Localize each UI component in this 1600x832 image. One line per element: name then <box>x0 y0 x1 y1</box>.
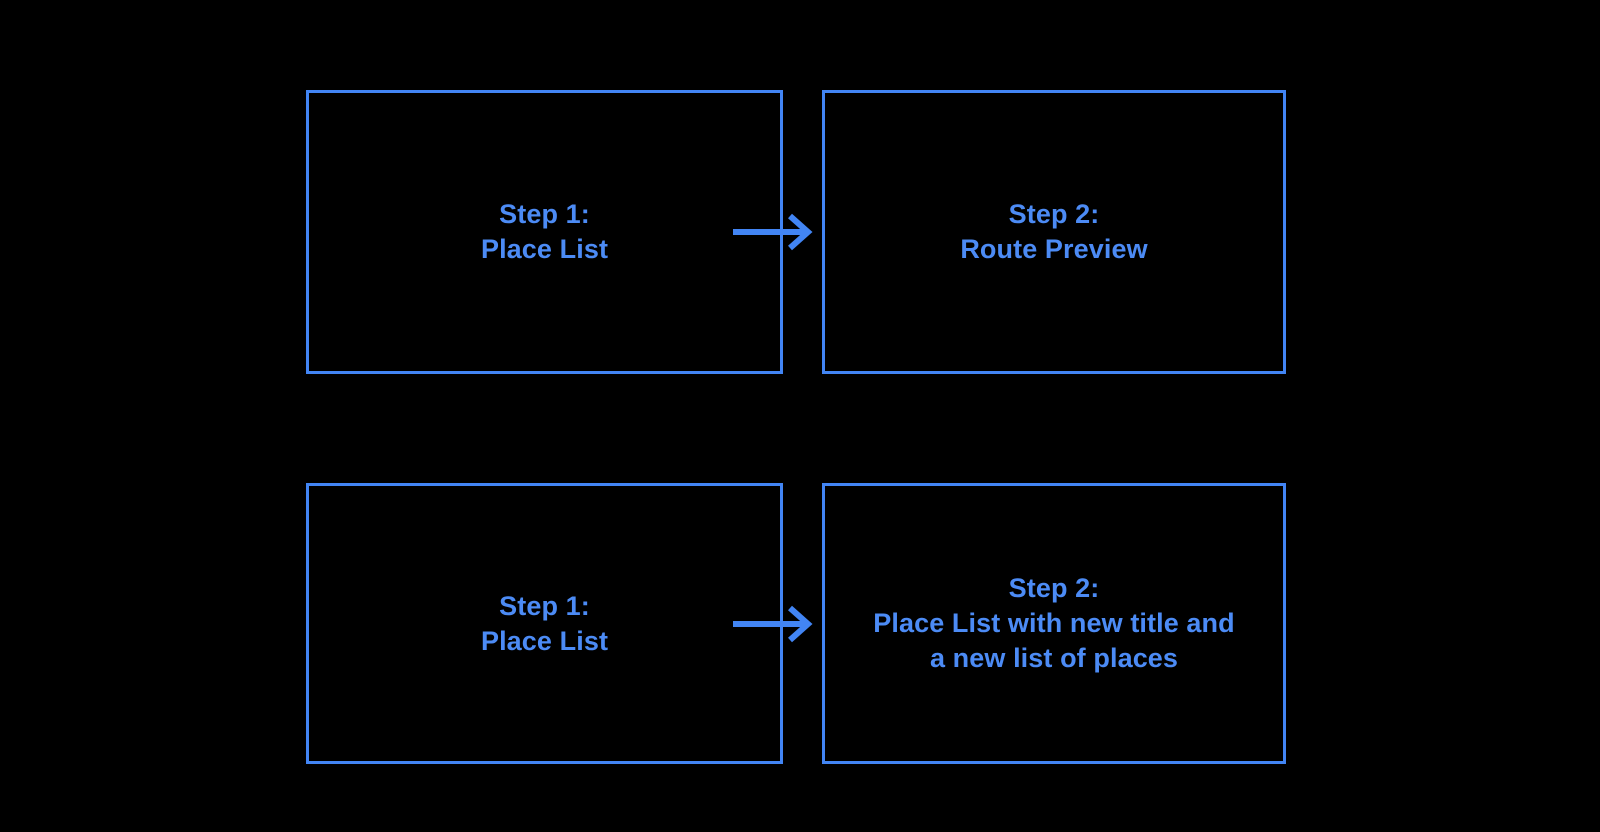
step-box-row1-step2[interactable]: Step 2: Route Preview <box>822 90 1286 374</box>
step-box-label: Step 2: Place List with new title and a … <box>873 573 1235 673</box>
step-box-label: Step 1: Place List <box>480 199 609 264</box>
step-box-row2-step2[interactable]: Step 2: Place List with new title and a … <box>822 483 1286 764</box>
step-box-row1-step1[interactable]: Step 1: Place List <box>306 90 783 374</box>
step-box-label: Step 2: Route Preview <box>960 199 1148 264</box>
step-box-label: Step 1: Place List <box>480 590 609 656</box>
step-box-row2-step1[interactable]: Step 1: Place List <box>306 483 783 764</box>
flow-row-1: Step 1: Place List Step 2: Route Preview <box>0 90 1600 374</box>
flow-row-2: Step 1: Place List Step 2: Place List wi… <box>0 483 1600 764</box>
